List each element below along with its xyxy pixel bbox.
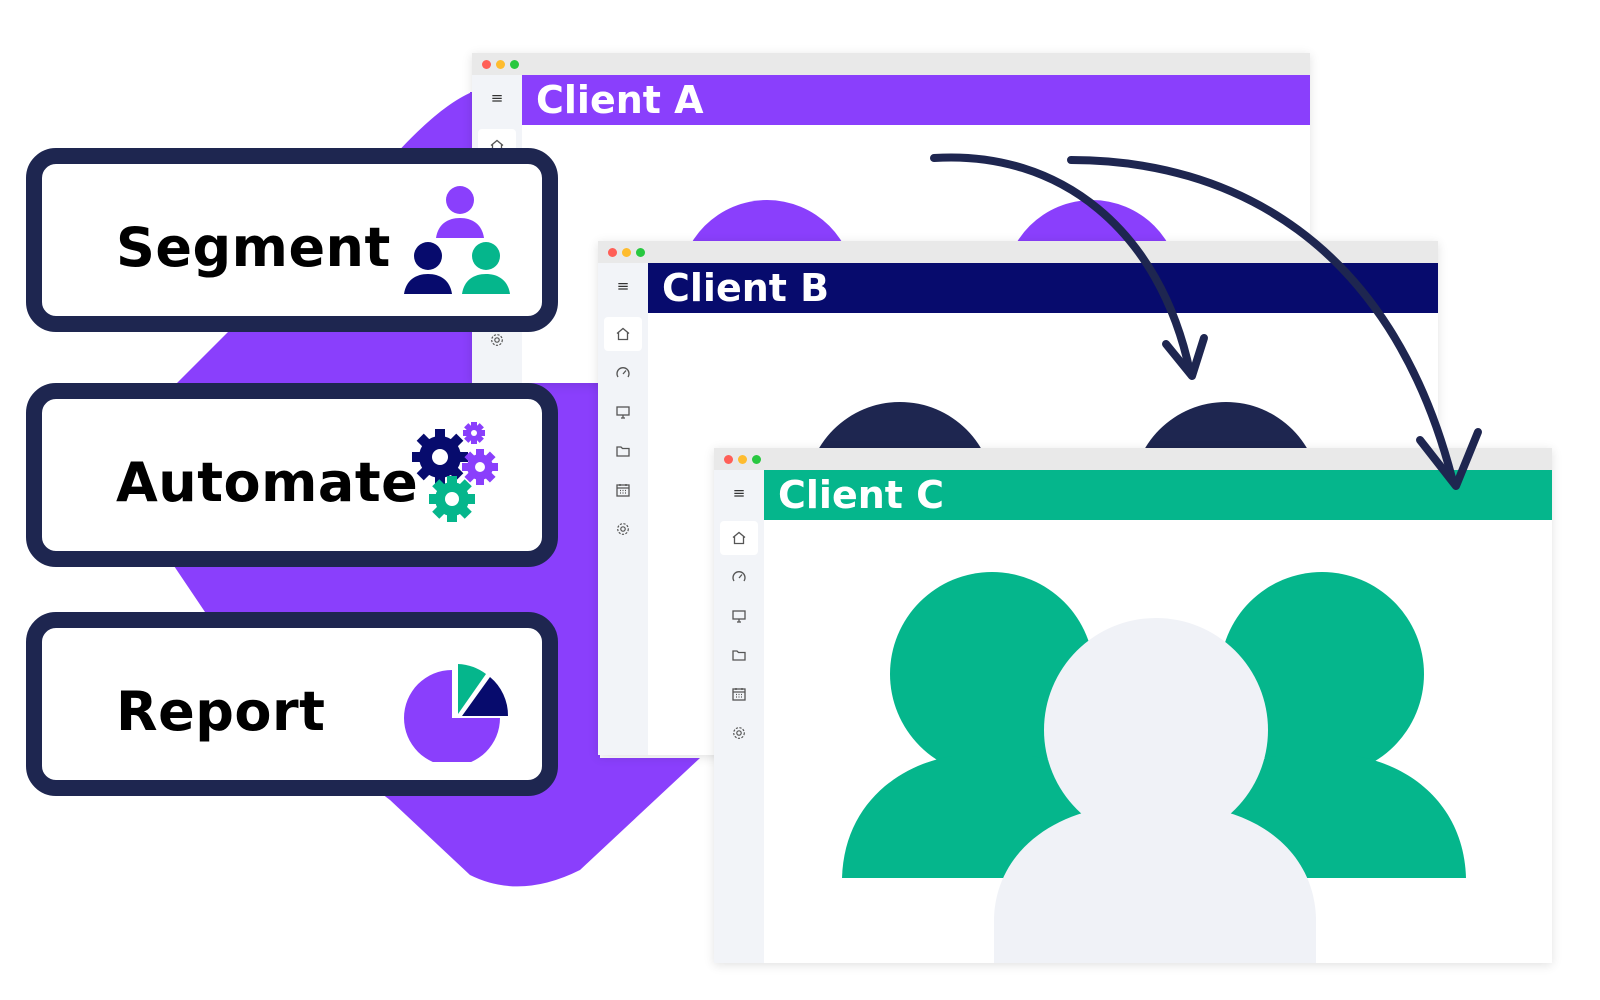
window-chrome (598, 241, 1438, 263)
home-icon[interactable] (604, 317, 642, 351)
window-title-bar: Client C (764, 470, 1552, 520)
monitor-icon[interactable] (604, 395, 642, 429)
gauge-icon[interactable] (720, 560, 758, 594)
pie-chart-icon (404, 664, 509, 762)
close-dot[interactable] (724, 455, 733, 464)
report-card: Report (26, 612, 558, 796)
arrow-a-to-c (1067, 156, 1482, 490)
minimize-dot[interactable] (496, 60, 505, 69)
window-chrome (472, 53, 1310, 75)
calendar-icon[interactable] (720, 677, 758, 711)
sidebar: ≡ (598, 263, 648, 755)
window-title-bar: Client A (522, 75, 1310, 125)
menu-icon[interactable]: ≡ (490, 89, 504, 107)
segment-label: Segment (116, 216, 391, 279)
window-title-bar: Client B (648, 263, 1438, 313)
home-icon[interactable] (720, 521, 758, 555)
arrow-a-to-b (930, 153, 1208, 380)
close-dot[interactable] (608, 248, 617, 257)
automate-label: Automate (116, 451, 419, 514)
automate-card: Automate (26, 383, 558, 567)
client-b-avatars (817, 402, 1309, 451)
gear-icon[interactable] (604, 512, 642, 546)
maximize-dot[interactable] (510, 60, 519, 69)
minimize-dot[interactable] (622, 248, 631, 257)
report-label: Report (116, 680, 326, 743)
users-group-icon (404, 186, 510, 294)
menu-icon[interactable]: ≡ (616, 277, 630, 295)
sidebar: ≡ (714, 470, 764, 963)
maximize-dot[interactable] (752, 455, 761, 464)
monitor-icon[interactable] (720, 599, 758, 633)
menu-icon[interactable]: ≡ (732, 484, 746, 502)
gear-icon[interactable] (478, 323, 516, 357)
folder-icon[interactable] (604, 434, 642, 468)
client-c-window: ≡ Client C (714, 448, 1552, 963)
gears-icon (412, 422, 498, 522)
window-chrome (714, 448, 1552, 470)
folder-icon[interactable] (720, 638, 758, 672)
minimize-dot[interactable] (738, 455, 747, 464)
segment-card: Segment (26, 148, 558, 332)
gauge-icon[interactable] (604, 356, 642, 390)
users-group-illustration (842, 572, 1466, 963)
gear-icon[interactable] (720, 716, 758, 750)
calendar-icon[interactable] (604, 473, 642, 507)
close-dot[interactable] (482, 60, 491, 69)
maximize-dot[interactable] (636, 248, 645, 257)
